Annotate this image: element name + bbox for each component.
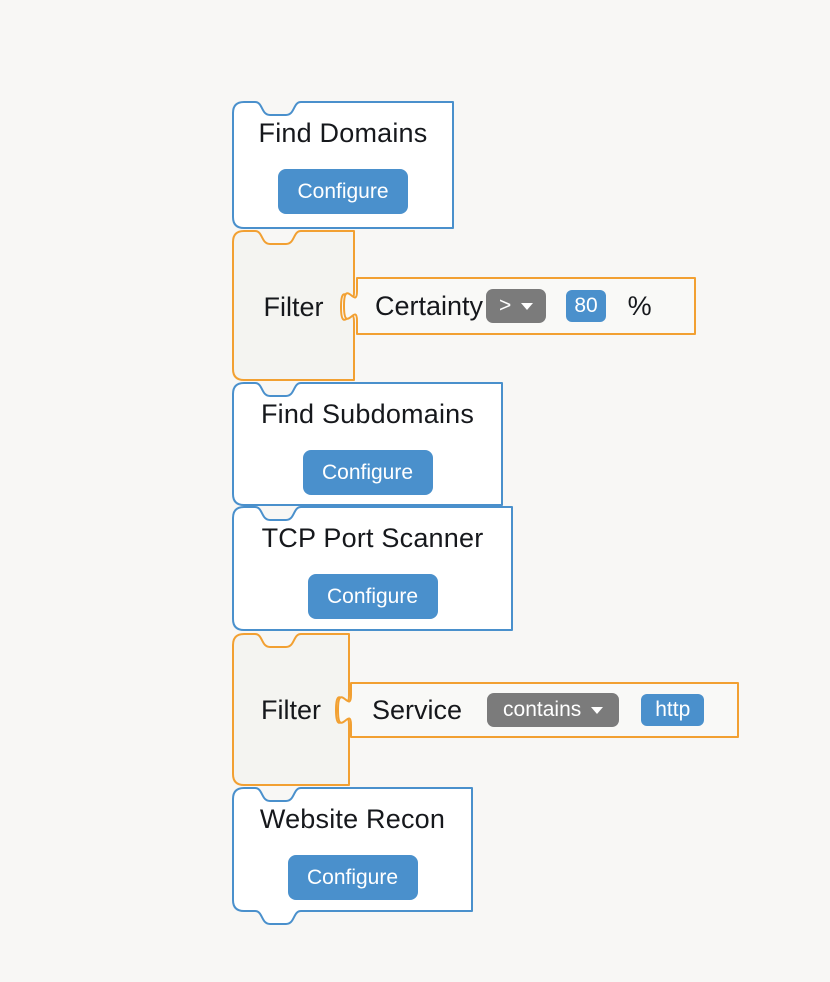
configure-button[interactable]: Configure — [307, 574, 438, 619]
block-body: TCP Port Scanner Configure — [232, 506, 513, 631]
chevron-down-icon — [521, 302, 534, 310]
filter-label: Filter — [263, 292, 324, 322]
block-outline — [232, 506, 513, 631]
value-badge[interactable]: 80 — [566, 290, 606, 322]
block-body: Website Recon Configure — [232, 787, 473, 912]
operator-value: contains — [503, 698, 582, 721]
block-body: Find Subdomains Configure — [232, 382, 503, 506]
operator-dropdown[interactable]: contains — [487, 693, 620, 727]
block-title: Find Domains — [258, 118, 428, 148]
condition-row: Certainty > 80 % — [343, 277, 696, 335]
configure-button[interactable]: Configure — [278, 169, 408, 214]
configure-button[interactable]: Configure — [287, 855, 418, 900]
value-block-service[interactable]: Service contains http — [337, 682, 739, 738]
block-find-subdomains[interactable]: Find Subdomains Configure — [232, 382, 503, 506]
block-title: TCP Port Scanner — [261, 523, 484, 553]
percent-unit: % — [627, 290, 652, 321]
block-outline — [232, 230, 355, 381]
field-label: Certainty — [375, 290, 484, 321]
value-block-certainty[interactable]: Certainty > 80 % — [343, 277, 696, 335]
filter-label: Filter — [261, 695, 321, 725]
block-outline — [232, 382, 503, 506]
block-title: Website Recon — [259, 804, 446, 834]
operator-dropdown[interactable]: > — [486, 289, 547, 323]
block-title: Find Subdomains — [260, 399, 475, 429]
chevron-down-icon — [591, 706, 604, 714]
field-label: Service — [372, 694, 463, 725]
operator-value: > — [499, 294, 512, 317]
value-badge[interactable]: http — [641, 694, 705, 726]
block-body: Filter — [232, 633, 350, 786]
block-filter-service[interactable]: Filter — [232, 633, 350, 786]
block-body: Find Domains Configure — [232, 101, 454, 229]
block-outline — [232, 633, 350, 786]
block-find-domains[interactable]: Find Domains Configure — [232, 101, 454, 229]
block-body: Filter — [232, 230, 355, 381]
configure-button[interactable]: Configure — [302, 450, 433, 495]
block-website-recon[interactable]: Website Recon Configure — [232, 787, 473, 925]
block-filter-certainty[interactable]: Filter — [232, 230, 355, 381]
condition-row: Service contains http — [337, 682, 739, 738]
block-tcp-port-scanner[interactable]: TCP Port Scanner Configure — [232, 506, 513, 631]
